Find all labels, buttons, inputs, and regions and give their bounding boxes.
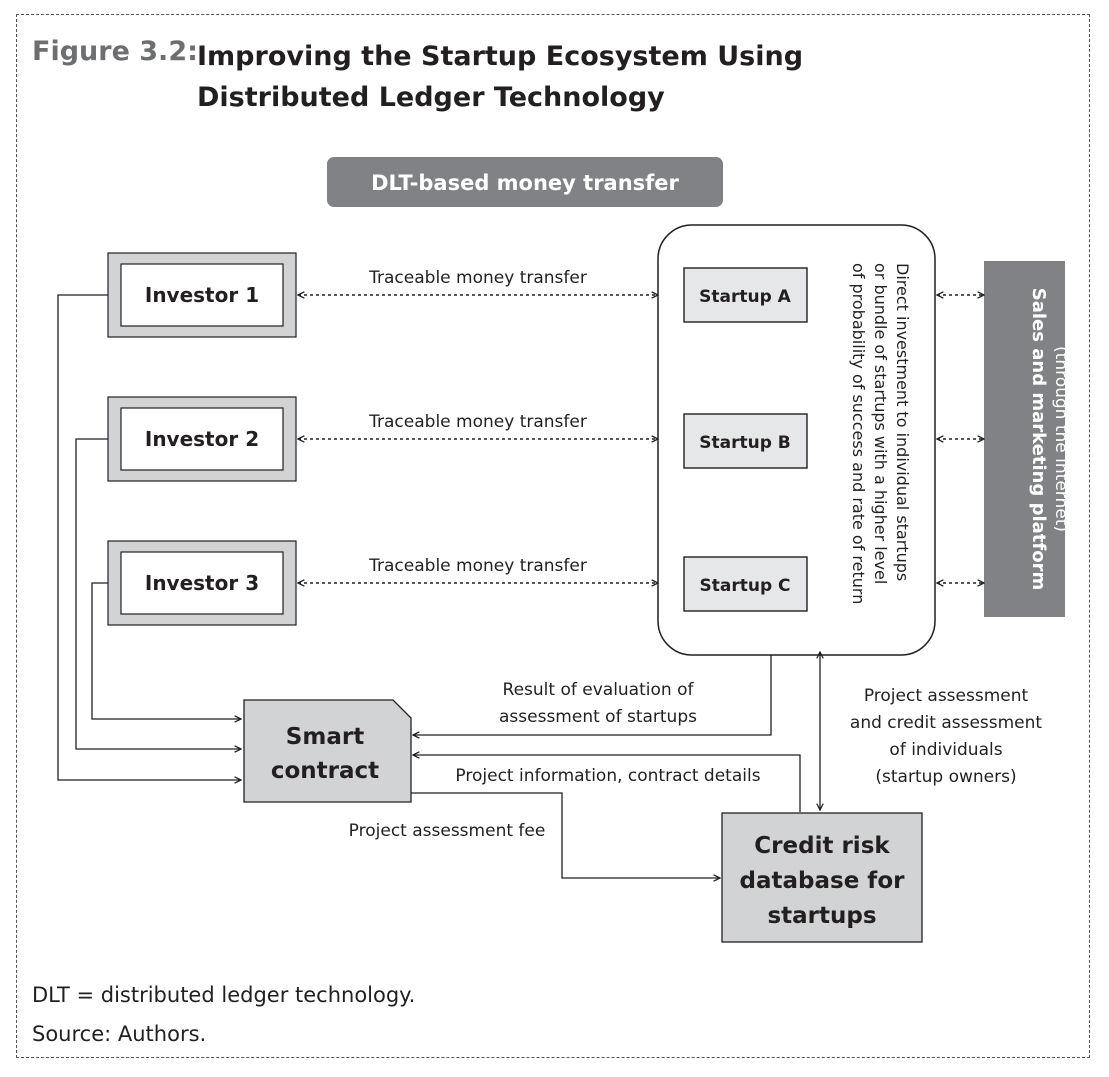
figure-label: Figure 3.2: [32,36,198,67]
credit-db-line-2: database for [740,868,906,894]
credit-db-line-1: Credit risk [754,833,890,859]
smart-contract-box: Smart contract [243,699,412,803]
credit-assessment-label-line-4: (startup owners) [875,767,1016,787]
startup-a-box: Startup A [683,267,808,323]
evaluation-label-line-1: Result of evaluation of [503,680,695,700]
smart-contract-line-2: contract [271,758,379,784]
investor-1-connector [57,294,241,780]
startup-b-label: Startup B [699,433,791,453]
startup-c-label: Startup C [699,576,790,596]
footnote-abbreviation: DLT = distributed ledger technology. [32,983,416,1007]
transfer-arrow-2: Traceable money transfer [298,412,658,439]
sales-platform-title: Sales and marketing platform [1028,288,1049,590]
transfer-label-3: Traceable money transfer [368,556,587,576]
figure-frame [16,14,1090,1058]
credit-db-line-3: startups [767,903,876,929]
startup-a-label: Startup A [699,287,792,307]
transfer-arrow-1: Traceable money transfer [298,268,658,295]
project-info-label: Project information, contract details [455,766,760,786]
investor-3-box: Investor 3 [107,540,297,626]
investor-2-box: Investor 2 [107,396,297,482]
credit-assessment-label-line-1: Project assessment [864,686,1029,706]
credit-assessment-label-line-3: of individuals [889,740,1002,760]
sales-platform-subtitle: (through the internet) [1051,346,1071,532]
figure-title: Improving the Startup Ecosystem Using Di… [197,36,803,118]
evaluation-arrow [413,655,772,735]
investment-note-line-3: of probability of success and rate of re… [849,263,868,604]
startup-group: Startup A Startup B Startup C Direct inv… [657,224,936,656]
startup-c-box: Startup C [683,556,808,612]
investor-1-box: Investor 1 [107,252,297,338]
investor-3-connector [91,582,241,719]
investment-note-line-2: or bundle of startups with a higher leve… [871,263,890,584]
figure-title-line-2: Distributed Ledger Technology [197,82,665,113]
investor-3-label: Investor 3 [145,571,259,595]
figure-title-line-1: Improving the Startup Ecosystem Using [197,41,804,72]
credit-assessment-label-line-2: and credit assessment [850,713,1042,733]
banner-label: DLT-based money transfer [371,171,679,195]
investment-note-line-1: Direct investment to individual startups [893,263,912,581]
investor-1-label: Investor 1 [145,283,259,307]
investment-note: Direct investment to individual startups… [849,263,912,604]
footnote-source: Source: Authors. [32,1022,207,1046]
transfer-arrow-3: Traceable money transfer [298,556,658,583]
investor-2-connector [75,438,241,749]
dlt-money-transfer-banner: DLT-based money transfer [327,157,723,207]
assessment-fee-arrow [411,792,720,878]
transfer-label-2: Traceable money transfer [368,412,587,432]
investor-2-label: Investor 2 [145,427,259,451]
evaluation-label-line-2: assessment of startups [499,707,697,727]
startup-b-box: Startup B [683,413,808,469]
transfer-label-1: Traceable money transfer [368,268,587,288]
project-info-arrow [413,755,801,812]
assessment-fee-label: Project assessment fee [349,821,546,841]
credit-risk-database-box: Credit risk database for startups [721,812,923,943]
smart-contract-line-1: Smart [286,724,364,750]
sales-platform-box: Sales and marketing platform (through th… [984,261,1071,617]
